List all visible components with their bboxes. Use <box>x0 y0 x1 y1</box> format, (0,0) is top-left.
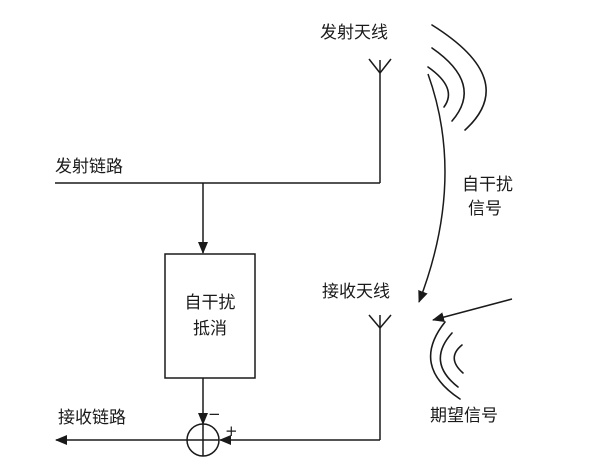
rx-antenna-label: 接收天线 <box>322 282 390 302</box>
plus-sign: + <box>225 422 238 440</box>
self-interference-label-line1: 自干扰 <box>462 175 513 195</box>
cancellation-block-label-line2: 抵消 <box>193 319 227 339</box>
tx-chain-label: 发射链路 <box>55 157 123 177</box>
cancellation-block <box>164 253 256 379</box>
cancellation-block-label-line1: 自干扰 <box>185 293 236 313</box>
desired-signal-label: 期望信号 <box>430 406 498 426</box>
tx-radiation-waves-icon <box>427 24 487 131</box>
summing-junction-icon <box>186 423 220 457</box>
tx-antenna-label: 发射天线 <box>320 23 388 43</box>
self-interference-label-line2: 信号 <box>468 199 502 219</box>
rx-chain-label: 接收链路 <box>58 408 126 428</box>
desired-signal-waves-icon <box>429 321 464 400</box>
self-interference-arrow <box>418 73 446 303</box>
rx-antenna-icon <box>368 314 392 440</box>
desired-signal-arrow <box>432 298 513 323</box>
minus-sign: − <box>208 405 221 423</box>
tx-antenna-icon <box>368 58 392 183</box>
